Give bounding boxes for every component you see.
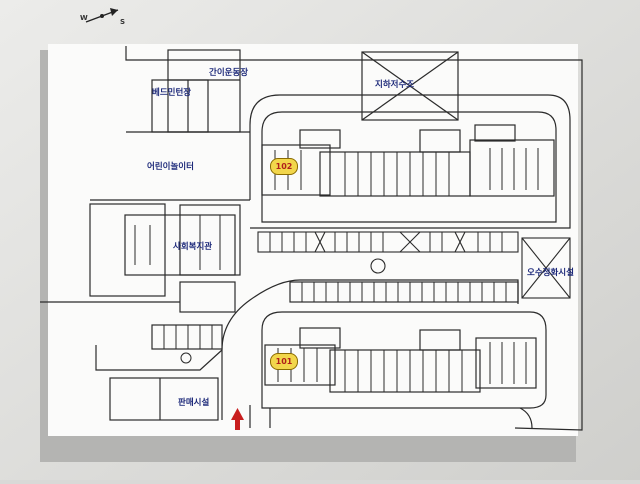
building-101-east <box>475 337 537 389</box>
water-tank-label: 지하저수조 <box>375 80 415 90</box>
building-101-badge: 101 <box>270 353 298 370</box>
road-lower-outer <box>221 279 519 420</box>
kids-playground-label: 어린이놀이터 <box>147 162 194 172</box>
site-boundary <box>125 46 583 431</box>
parking-row-lower <box>289 281 519 303</box>
sewage-plant-label: 오수정화시설 <box>527 268 574 278</box>
building-102-wing <box>261 144 331 196</box>
water-tank <box>361 51 459 121</box>
road-upper-inner <box>261 111 557 223</box>
entrance-arrow-icon <box>231 408 244 430</box>
road-lower-inner <box>261 311 547 409</box>
building-101 <box>329 349 481 393</box>
site-area <box>48 44 578 436</box>
store-label: 판매시설 <box>178 398 210 408</box>
badminton-label: 베드민턴장 <box>152 88 192 98</box>
parking-left <box>151 324 223 350</box>
road-upper-outer <box>249 94 571 229</box>
parking-row-middle <box>257 231 519 253</box>
compass-icon <box>85 8 119 23</box>
building-102-badge: 102 <box>270 158 298 175</box>
store-building <box>109 377 219 421</box>
sewage-plant <box>521 237 571 299</box>
compass-west-label: W <box>80 14 88 22</box>
compass-south-label: S <box>120 18 126 26</box>
building-102-east <box>469 139 555 197</box>
playground-label: 간이운동장 <box>209 68 249 78</box>
welfare-center-label: 사회복지관 <box>173 242 213 252</box>
roundabout <box>370 258 386 274</box>
welfare-area <box>89 203 166 297</box>
